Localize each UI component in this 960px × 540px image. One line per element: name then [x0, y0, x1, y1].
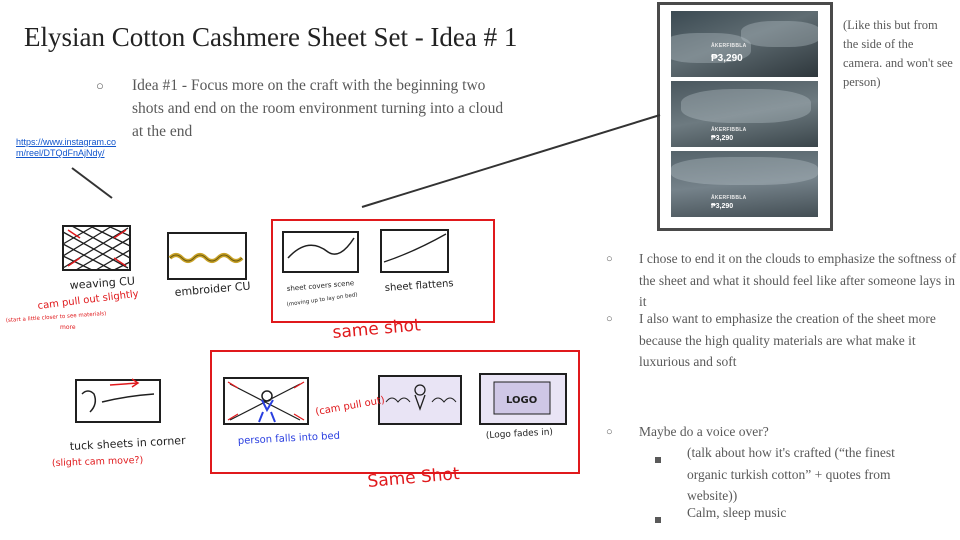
label-weaving: weaving CU — [69, 274, 135, 292]
reference-price: ₱3,290 — [711, 135, 734, 142]
reference-price: ₱3,290 — [711, 53, 743, 64]
note-slight-cam-move: (slight cam move?) — [52, 455, 144, 469]
bullet-marker: ○ — [606, 426, 613, 438]
square-bullet-icon — [655, 457, 661, 463]
panel-person-falls — [223, 377, 309, 425]
panel-logo-fades: LOGO — [479, 373, 567, 425]
label-logo-fades: (Logo fades in) — [486, 427, 554, 441]
panel-weaving — [62, 225, 131, 271]
voice-over-sub-text-1: (talk about how it's crafted (“the fines… — [687, 445, 895, 503]
panel-embroider — [167, 232, 247, 280]
note-more: more — [60, 324, 76, 331]
label-sheet-flattens: sheet flattens — [384, 278, 454, 294]
note-moving-up: (moving up to lay on bed) — [286, 292, 358, 308]
label-tuck-sheets: tuck sheets in corner — [69, 434, 186, 453]
bullet-marker: ○ — [96, 78, 104, 93]
reference-note: (Like this but from the side of the came… — [843, 18, 953, 89]
square-bullet-icon — [655, 517, 661, 523]
reference-shot-1: ÅKERFIBBLA ₱3,290 — [671, 11, 818, 77]
reference-shot-3: ÅKERFIBBLA ₱3,290 — [671, 151, 818, 217]
same-shot-label-1: same shot — [332, 315, 422, 343]
label-sheet-covers: sheet covers scene — [286, 279, 354, 293]
reference-brand: ÅKERFIBBLA — [711, 43, 747, 49]
note-cam-pull-out-2: (cam pull out) — [315, 395, 386, 418]
reason-text-2: I also want to emphasize the creation of… — [639, 311, 936, 369]
reason-text-1: I chose to end it on the clouds to empha… — [639, 251, 957, 309]
panel-sheet-flattens — [380, 229, 449, 273]
panel-tuck-sheets — [75, 378, 161, 423]
idea-text: Idea #1 - Focus more on the craft with t… — [132, 77, 504, 140]
reference-image-frame: ÅKERFIBBLA ₱3,290 ÅKERFIBBLA ₱3,290 ÅKER… — [657, 2, 833, 231]
reference-brand: ÅKERFIBBLA — [711, 127, 747, 133]
same-shot-box-2 — [210, 350, 580, 474]
voice-over-text: Maybe do a voice over? — [639, 424, 769, 439]
same-shot-label-2: Same Shot — [367, 464, 461, 492]
reference-pointer-line — [361, 114, 661, 208]
same-shot-box-1 — [271, 219, 495, 323]
logo-text: LOGO — [506, 395, 537, 406]
slide-title: Elysian Cotton Cashmere Sheet Set - Idea… — [24, 22, 518, 52]
note-cam-pull-out: cam pull out slightly — [37, 289, 139, 312]
reference-brand: ÅKERFIBBLA — [711, 195, 747, 201]
bullet-marker: ○ — [606, 253, 613, 265]
note-start-closer: (start a little closer to see materials) — [6, 311, 107, 324]
voice-over-sub-text-2: Calm, sleep music — [687, 505, 787, 520]
panel-sheet-covers — [282, 231, 359, 273]
link-pointer-line — [71, 167, 113, 199]
instagram-link[interactable]: https://www.instagram.com/reel/DTQdFnAjN… — [16, 137, 117, 158]
bullet-marker: ○ — [606, 313, 613, 325]
panel-cloud-room — [378, 375, 462, 425]
reference-price: ₱3,290 — [711, 203, 734, 210]
label-embroider: embroider CU — [174, 279, 251, 299]
label-person-falls: person falls into bed — [238, 431, 341, 447]
reference-shot-2: ÅKERFIBBLA ₱3,290 — [671, 81, 818, 147]
